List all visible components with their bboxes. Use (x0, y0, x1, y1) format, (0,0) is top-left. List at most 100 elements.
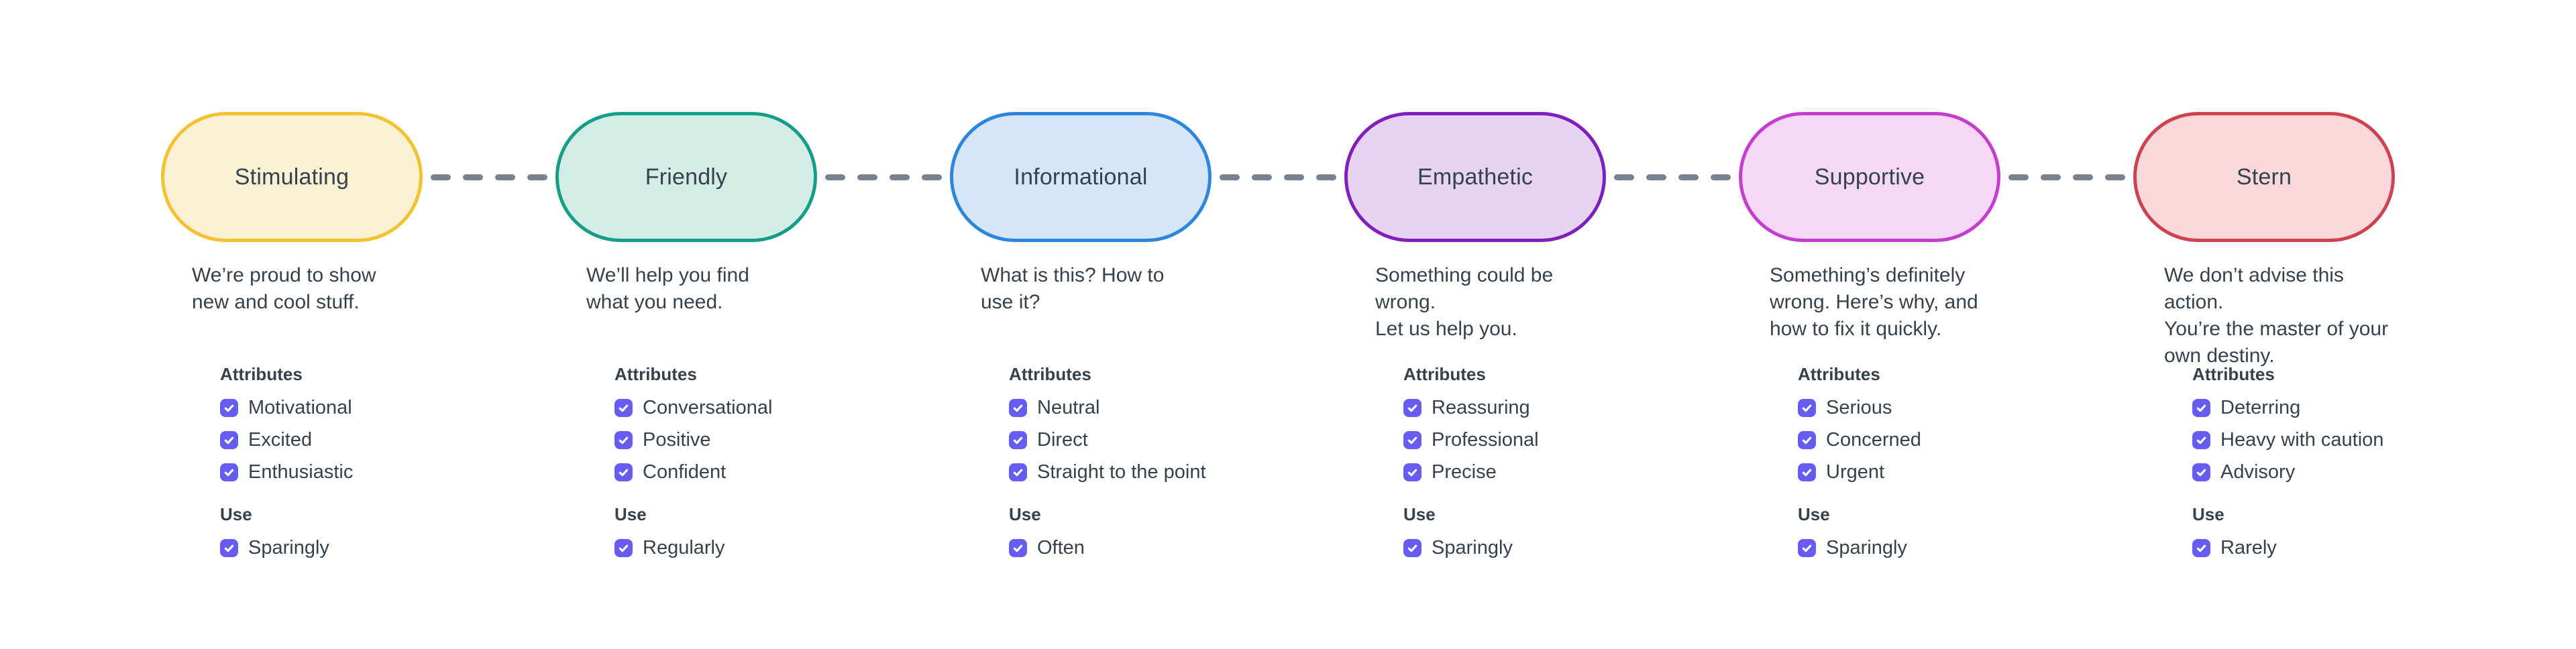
attribute-checkbox[interactable] (220, 398, 238, 417)
check-icon (619, 404, 629, 412)
attribute-label: Motivational (248, 396, 352, 418)
attribute-checkbox[interactable] (1403, 430, 1421, 449)
check-icon (1013, 436, 1023, 444)
attribute-checkbox[interactable] (1403, 398, 1421, 417)
use-frequency-label: Rarely (2220, 536, 2277, 558)
attribute-label: Conversational (643, 396, 773, 418)
check-icon (619, 544, 629, 552)
dashed-connector (1220, 174, 1336, 180)
check-icon (2196, 544, 2206, 552)
tone-description: We’re proud to show new and cool stuff. (192, 264, 376, 313)
check-icon (1013, 469, 1023, 476)
tone-pill-label: Supportive (1814, 164, 1925, 190)
attribute-checkbox[interactable] (1009, 430, 1027, 449)
tone-pill-label: Empathetic (1417, 164, 1534, 190)
check-icon (2196, 404, 2206, 412)
use-row: Rarely (2192, 532, 2395, 564)
tone-pill: Supportive (1739, 112, 2000, 242)
dash-segment (1711, 174, 1731, 180)
use-checkbox[interactable] (220, 538, 238, 557)
attribute-row: Neutral (1009, 392, 1212, 424)
attribute-checkbox[interactable] (1009, 463, 1027, 481)
attribute-label: Heavy with caution (2220, 428, 2384, 451)
use-frequency-label: Often (1037, 536, 1085, 558)
dash-segment (2073, 174, 2093, 180)
use-frequency-label: Sparingly (1432, 536, 1513, 558)
attribute-row: Excited (220, 424, 423, 456)
tone-pill-label: Friendly (645, 164, 728, 190)
attribute-checkbox[interactable] (1798, 430, 1816, 449)
tone-details: Attributes Reassuring Professional Preci… (1403, 364, 1606, 564)
dashed-connector (431, 174, 547, 180)
attribute-checkbox[interactable] (2192, 430, 2210, 449)
attribute-row: Direct (1009, 424, 1212, 456)
attribute-checkbox[interactable] (1403, 463, 1421, 481)
tone-pill: Informational (950, 112, 1212, 242)
check-icon (2196, 469, 2206, 476)
tone-pill: Empathetic (1344, 112, 1606, 242)
dashed-connector (1614, 174, 1731, 180)
check-icon (1802, 404, 1812, 412)
dash-segment (1284, 174, 1304, 180)
attributes-heading: Attributes (2192, 364, 2275, 384)
attribute-checkbox[interactable] (2192, 463, 2210, 481)
dash-segment (2105, 174, 2125, 180)
attribute-checkbox[interactable] (220, 430, 238, 449)
tone-details: Attributes Deterring Heavy with caution … (2192, 364, 2395, 564)
use-row: Sparingly (1798, 532, 2000, 564)
attribute-row: Advisory (2192, 456, 2395, 488)
use-checkbox[interactable] (1009, 538, 1027, 557)
attribute-row: Serious (1798, 392, 2000, 424)
dash-segment (2008, 174, 2029, 180)
tone-pill-label: Stern (2236, 164, 2292, 190)
tone-column-informational: Informational What is this? How to use i… (950, 112, 1212, 564)
dash-segment (1678, 174, 1699, 180)
attribute-label: Serious (1826, 396, 1892, 418)
attribute-checkbox[interactable] (1798, 463, 1816, 481)
attribute-row: Deterring (2192, 392, 2395, 424)
tone-pill: Stern (2133, 112, 2395, 242)
check-icon (1802, 469, 1812, 476)
use-heading: Use (1798, 504, 1830, 524)
tone-details: Attributes Neutral Direct Straight to th… (1009, 364, 1212, 564)
use-heading: Use (614, 504, 647, 524)
dashed-connector (825, 174, 942, 180)
attribute-checkbox[interactable] (220, 463, 238, 481)
attribute-label: Precise (1432, 461, 1497, 483)
tone-pill: Stimulating (161, 112, 423, 242)
tone-column-friendly: Friendly We’ll help you find what you ne… (555, 112, 817, 564)
check-icon (224, 404, 234, 412)
tone-description: What is this? How to use it? (981, 264, 1165, 313)
check-icon (224, 544, 234, 552)
check-icon (1407, 469, 1417, 476)
attribute-row: Straight to the point (1009, 456, 1212, 488)
use-checkbox[interactable] (614, 538, 633, 557)
dash-segment (2041, 174, 2061, 180)
attribute-checkbox[interactable] (1798, 398, 1816, 417)
use-checkbox[interactable] (1798, 538, 1816, 557)
attribute-row: Urgent (1798, 456, 2000, 488)
tone-description: We don’t advise this action. You’re the … (2164, 264, 2389, 367)
use-row: Regularly (614, 532, 817, 564)
attribute-checkbox[interactable] (614, 398, 633, 417)
use-checkbox[interactable] (1403, 538, 1421, 557)
attribute-row: Professional (1403, 424, 1606, 456)
attribute-checkbox[interactable] (2192, 398, 2210, 417)
check-icon (1013, 544, 1023, 552)
attributes-heading: Attributes (1009, 364, 1091, 384)
check-icon (1407, 404, 1417, 412)
attribute-checkbox[interactable] (614, 463, 633, 481)
tone-details: Attributes Conversational Positive Confi… (614, 364, 817, 564)
check-icon (2196, 436, 2206, 444)
check-icon (1013, 404, 1023, 412)
attribute-label: Positive (643, 428, 711, 451)
attribute-checkbox[interactable] (1009, 398, 1027, 417)
attributes-heading: Attributes (1403, 364, 1486, 384)
attributes-heading: Attributes (1798, 364, 1880, 384)
dash-segment (1252, 174, 1272, 180)
attribute-checkbox[interactable] (614, 430, 633, 449)
dash-segment (825, 174, 845, 180)
tone-column-stern: Stern We don’t advise this action. You’r… (2133, 112, 2395, 564)
use-checkbox[interactable] (2192, 538, 2210, 557)
